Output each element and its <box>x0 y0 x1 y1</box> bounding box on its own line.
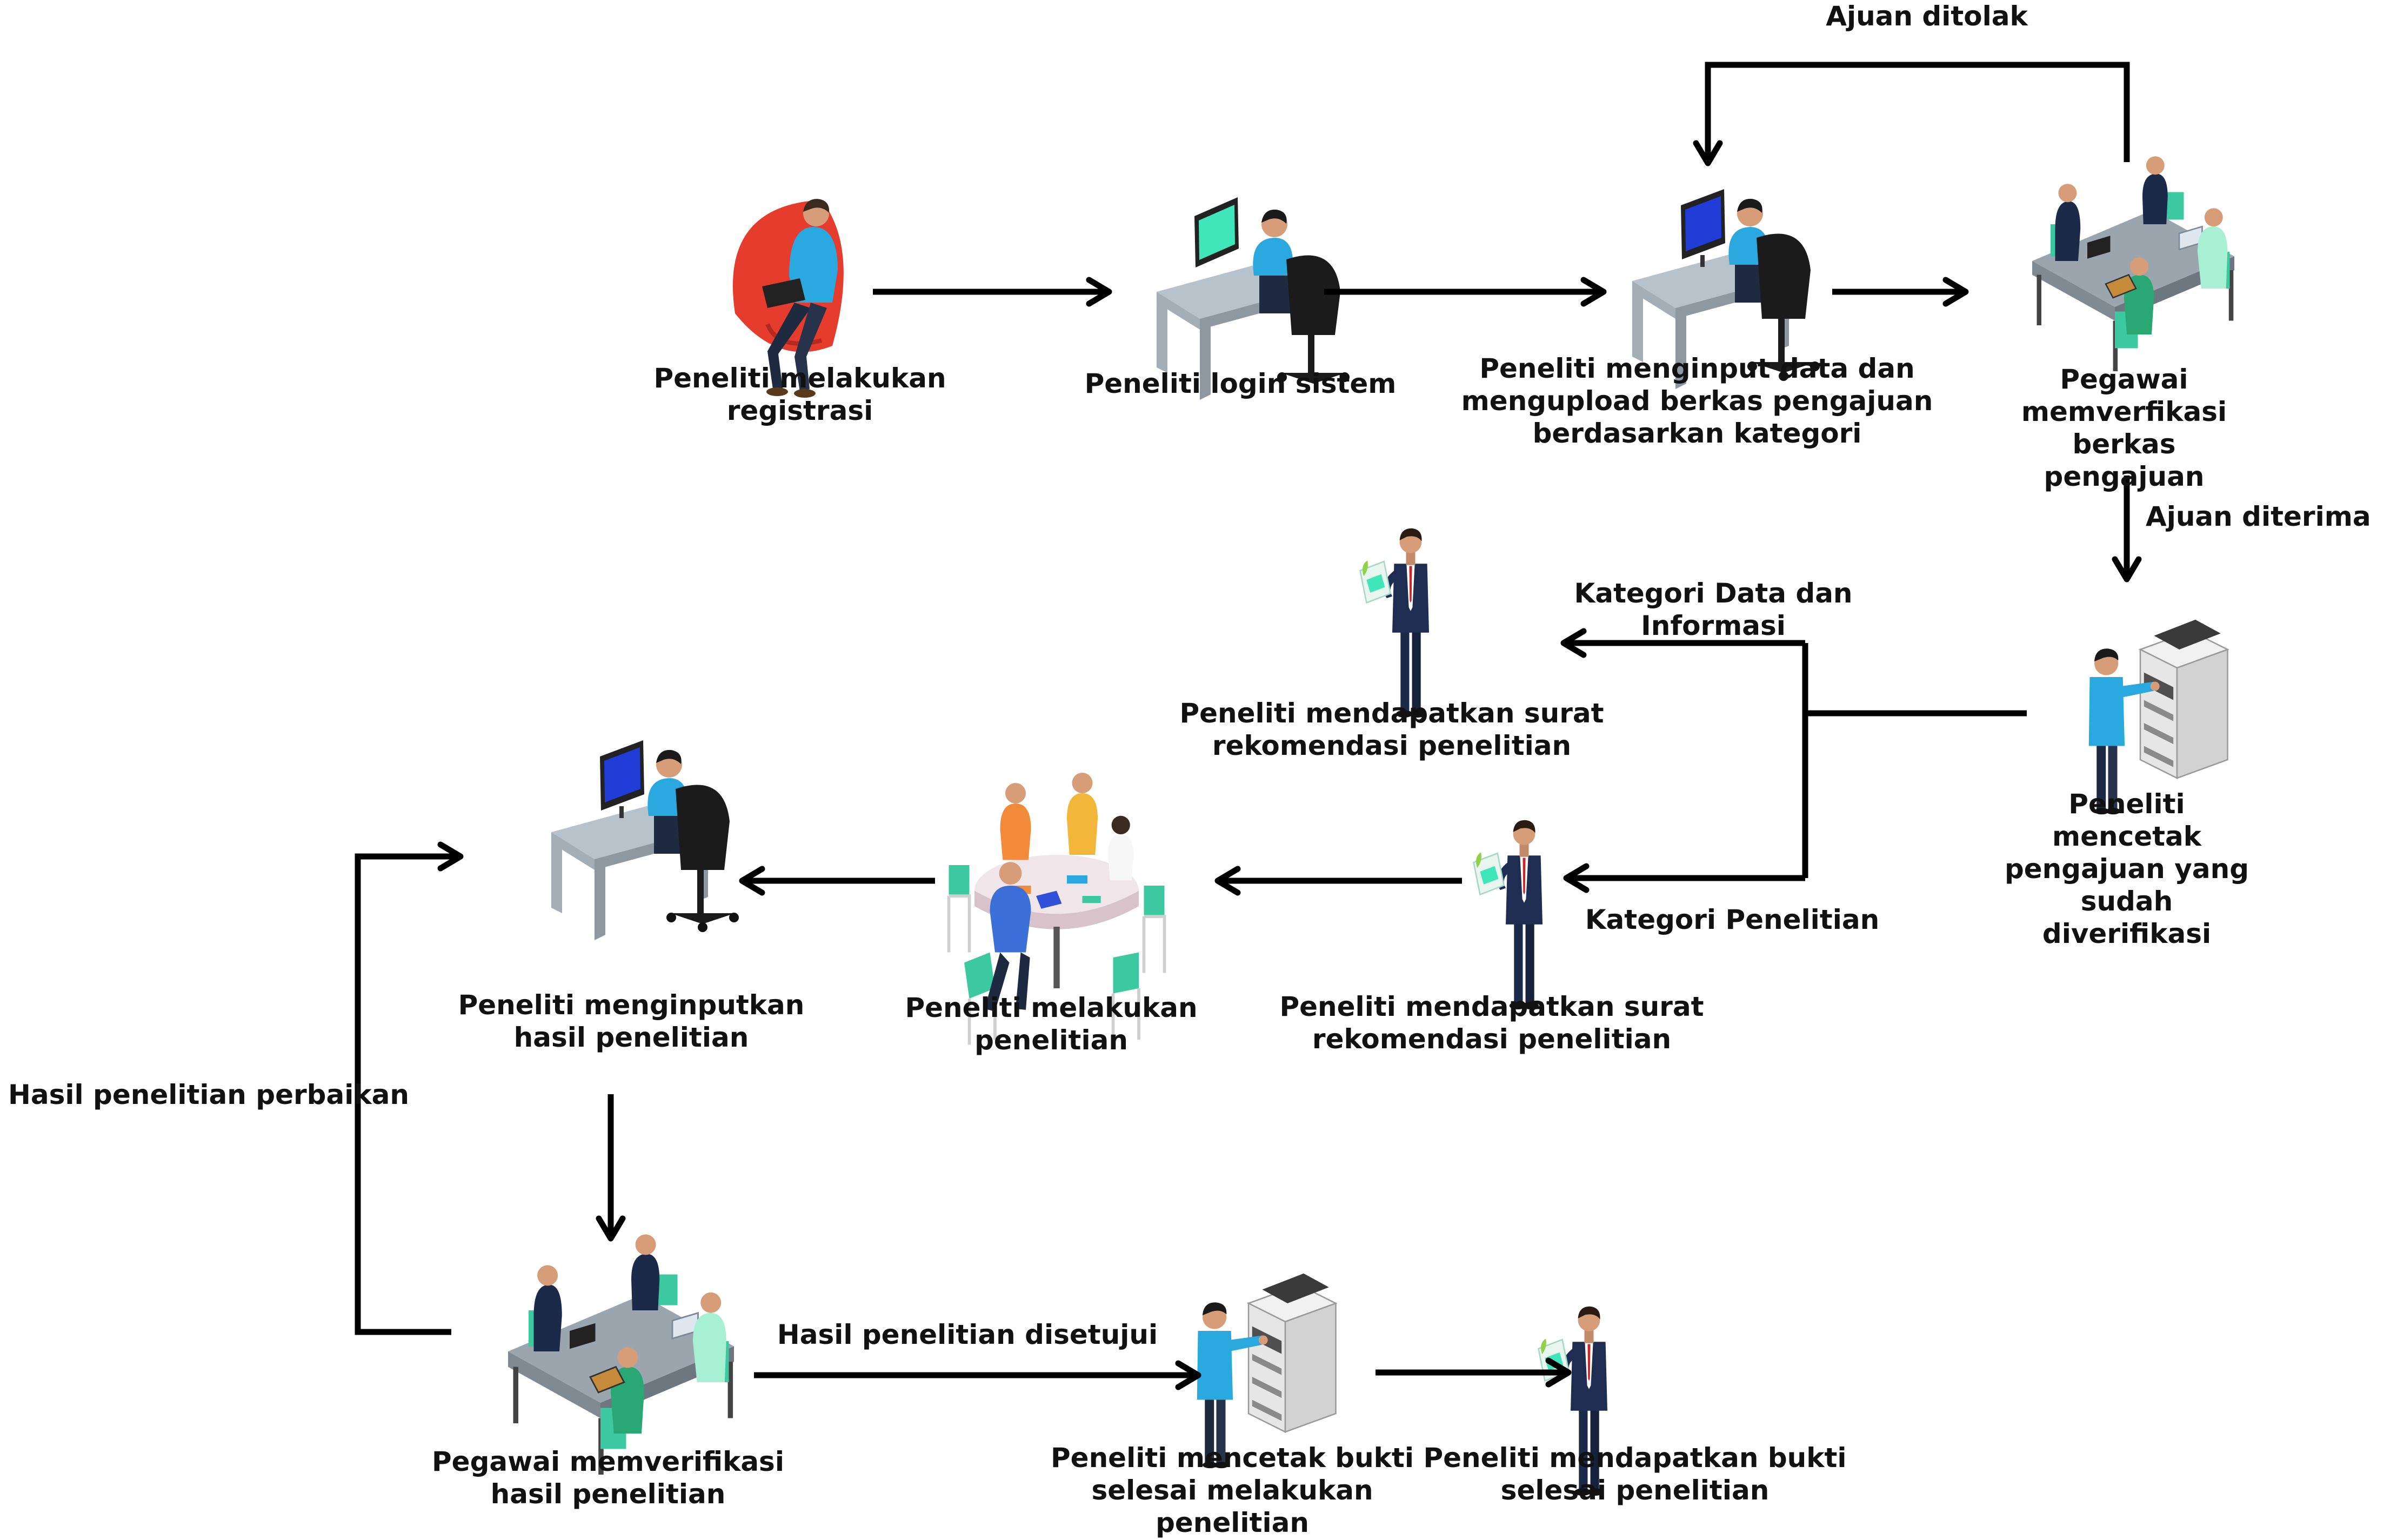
node-label-input-data: Peneliti menginput data dan mengupload b… <box>1461 353 1933 449</box>
office-meeting-table-icon <box>2031 155 2235 372</box>
arrow-ajuan-ditolak <box>1693 62 2130 166</box>
edge-label-kategori-penelitian: Kategori Penelitian <box>1585 904 1880 935</box>
node-label-surat-data-informasi: Peneliti mendapatkan surat rekomendasi p… <box>1179 698 1604 761</box>
person-desk-computer-icon <box>551 740 739 940</box>
node-label-melakukan-penelitian: Peneliti melakukan penelitian <box>905 992 1198 1056</box>
arrow-input-to-verifikasi <box>1832 277 1969 307</box>
edge-label-hasil-disetujui: Hasil penelitian disetujui <box>777 1319 1158 1350</box>
arrow-kategori-split <box>1560 628 2027 893</box>
node-label-verifikasi-hasil: Pegawai memverifikasi hasil penelitian <box>432 1446 784 1510</box>
edge-label-kategori-data: Kategori Data dan Informasi <box>1574 578 1853 641</box>
arrow-surat-to-penelitian <box>1214 866 1462 896</box>
arrow-registrasi-to-login <box>873 277 1112 307</box>
node-label-input-hasil: Peneliti menginputkan hasil penelitian <box>458 989 805 1053</box>
person-printer-icon <box>1196 1273 1337 1469</box>
arrow-penelitian-to-input-hasil <box>739 866 935 896</box>
node-label-bukti-selesai: Peneliti mendapatkan bukti selesai penel… <box>1423 1442 1847 1506</box>
node-label-cetak-pengajuan: Peneliti mencetak pengajuan yang sudah d… <box>2004 788 2249 949</box>
edge-label-hasil-perbaikan: Hasil penelitian perbaikan <box>8 1079 409 1110</box>
person-printer-icon <box>2088 619 2228 815</box>
person-holding-document-icon <box>1359 527 1430 719</box>
node-label-cetak-bukti: Peneliti mencetak bukti selesai melakuka… <box>1051 1442 1414 1538</box>
arrow-input-hasil-to-verifikasi <box>596 1094 626 1242</box>
node-label-surat-penelitian: Peneliti mendapatkan surat rekomendasi p… <box>1279 991 1704 1055</box>
node-label-verifikasi-berkas: Pegawai memverfikasi berkas pengajuan <box>2021 364 2227 492</box>
arrow-ajuan-diterima <box>2112 476 2142 582</box>
arrow-login-to-input <box>1324 277 1607 307</box>
arrow-hasil-perbaikan <box>355 841 464 1335</box>
edge-label-ajuan-diterima: Ajuan diterima <box>2146 501 2371 532</box>
node-label-registrasi: Peneliti melakukan registrasi <box>653 363 946 426</box>
arrow-hasil-disetujui <box>754 1360 1201 1390</box>
person-holding-document-icon <box>1473 819 1544 1010</box>
node-label-login: Peneliti login sistem <box>1084 368 1397 399</box>
arrow-cetak-to-bukti <box>1376 1357 1572 1388</box>
edge-label-ajuan-ditolak: Ajuan ditolak <box>1826 1 2028 32</box>
office-meeting-table-icon <box>507 1233 735 1476</box>
